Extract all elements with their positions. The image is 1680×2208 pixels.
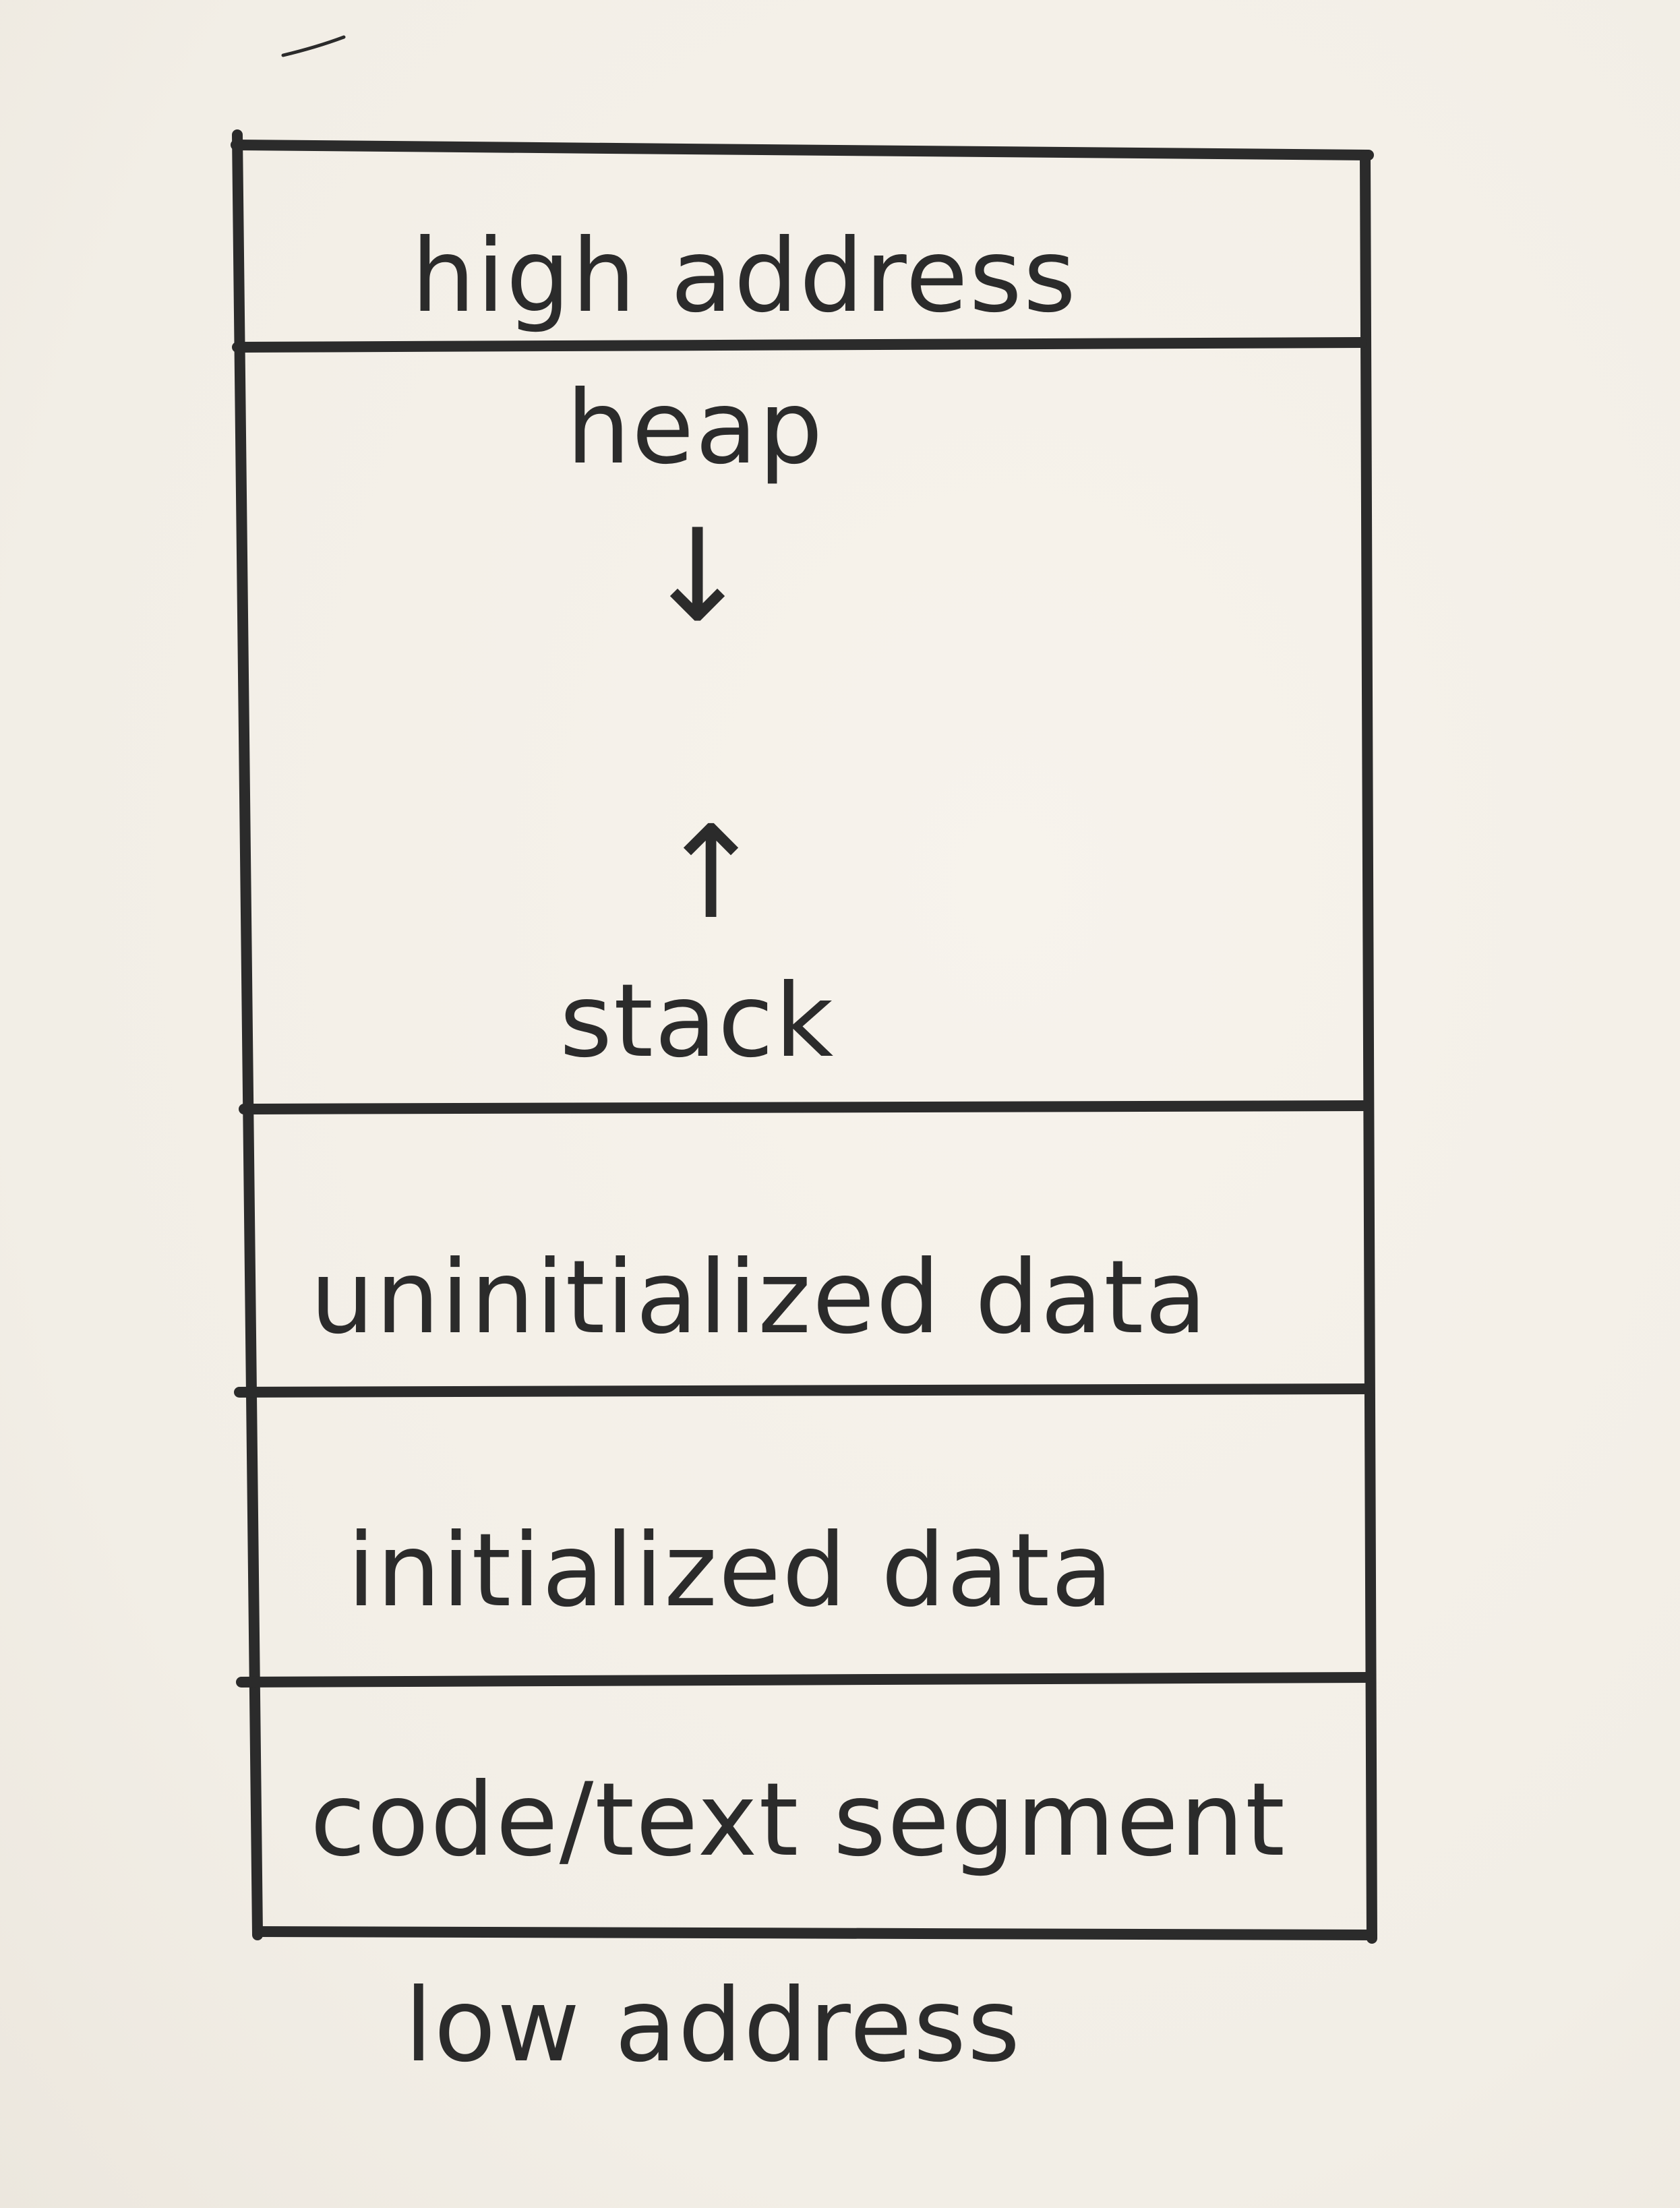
box-right-edge: [1360, 150, 1377, 1944]
initialized-data-label: initialized data: [347, 1512, 1114, 1630]
stray-mark: [281, 35, 346, 57]
box-left-edge: [232, 129, 263, 1940]
box-bottom-edge: [252, 1926, 1377, 1940]
low-address-label: low address: [404, 1967, 1022, 2085]
divider-initialized: [236, 1672, 1374, 1688]
high-address-label: high address: [411, 218, 1078, 335]
stack-growth-arrow-icon: ↑: [657, 798, 765, 947]
box-top-edge: [231, 140, 1374, 160]
heap-label: heap: [566, 369, 824, 487]
heap-growth-arrow-icon: ↓: [644, 502, 752, 651]
stack-label: stack: [560, 963, 835, 1080]
divider-stack: [239, 1100, 1371, 1114]
divider-high-address: [232, 337, 1367, 353]
divider-uninitialized: [234, 1383, 1374, 1398]
code-text-segment-label: code/text segment: [310, 1762, 1286, 1879]
uninitialized-data-label: uninitialized data: [310, 1239, 1209, 1356]
